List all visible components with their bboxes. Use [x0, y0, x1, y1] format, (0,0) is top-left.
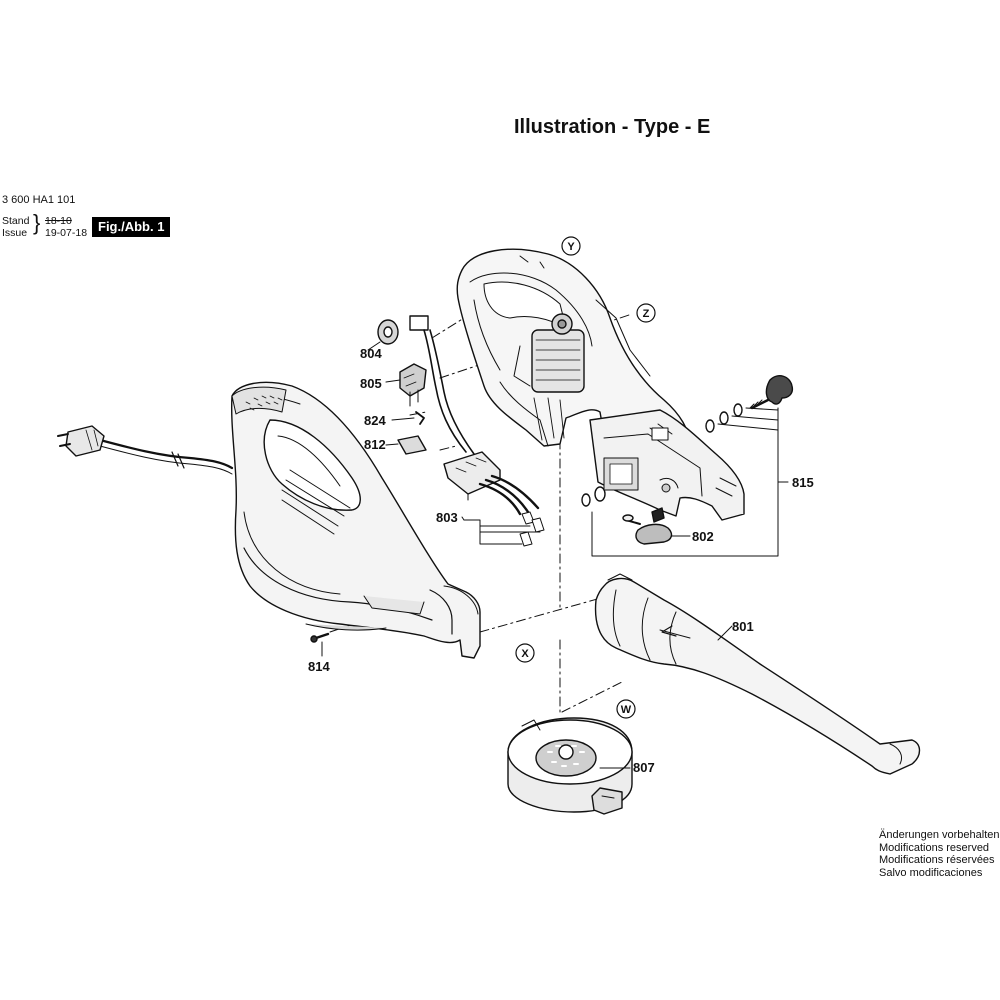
modification-notes: Änderungen vorbehalten Modifications res… — [879, 829, 999, 879]
modification-note-en: Modifications reserved — [879, 841, 990, 854]
cap-807 — [507, 717, 633, 815]
part-label-812: 812 — [364, 437, 386, 452]
view-marker-y: Y — [567, 241, 575, 253]
cable-harness — [409, 315, 475, 455]
page-title: Illustration - Type - E — [514, 116, 711, 138]
brush-holder-805 — [385, 363, 427, 407]
lower-carrier — [589, 409, 745, 521]
part-label-802: 802 — [692, 529, 714, 544]
view-marker-x-circle — [515, 643, 535, 663]
switch-block-803 — [443, 451, 545, 547]
upper-housing-shell — [456, 248, 691, 457]
part-label-805: 805 — [360, 376, 382, 391]
switch-802 — [622, 507, 689, 545]
modification-note-de: Änderungen vorbehalten — [879, 829, 1000, 841]
part-labels: 804 805 824 812 803 815 802 801 814 807 — [308, 346, 814, 775]
part-label-815: 815 — [792, 475, 814, 490]
issue-value: 19-07-18 — [45, 227, 88, 239]
view-marker-w: W — [621, 704, 632, 716]
view-marker-z: Z — [643, 308, 650, 320]
part-label-824: 824 — [364, 413, 386, 428]
brace-glyph: } — [33, 210, 41, 235]
leader-lines — [321, 516, 733, 769]
view-marker-y-circle — [561, 236, 581, 256]
view-markers: Y Z X W — [515, 236, 656, 719]
blower-tube-801 — [594, 573, 921, 775]
part-label-814: 814 — [308, 659, 330, 674]
view-marker-x: X — [521, 648, 529, 660]
stand-value: 18-10 — [45, 215, 72, 227]
pad-812 — [385, 435, 427, 455]
screw-814 — [310, 632, 330, 643]
view-marker-z-circle — [636, 303, 656, 323]
modification-note-fr: Modifications réservées — [879, 854, 995, 867]
power-cord — [57, 425, 234, 475]
spring-824 — [391, 411, 425, 425]
part-label-803: 803 — [436, 510, 458, 525]
bearing-804 — [367, 319, 399, 351]
view-marker-w-circle — [616, 699, 636, 719]
figure-badge: Fig./Abb. 1 — [92, 217, 171, 237]
knob-washer-set-815 — [581, 375, 794, 557]
modification-note-es: Salvo modificaciones — [879, 866, 983, 879]
part-label-807: 807 — [633, 760, 655, 775]
part-label-804: 804 — [360, 346, 382, 361]
stand-label: Stand — [2, 215, 30, 227]
document-number: 3 600 HA1 101 — [2, 194, 76, 206]
issue-label: Issue — [2, 227, 28, 239]
main-housing — [230, 381, 481, 659]
part-label-801: 801 — [732, 619, 754, 634]
